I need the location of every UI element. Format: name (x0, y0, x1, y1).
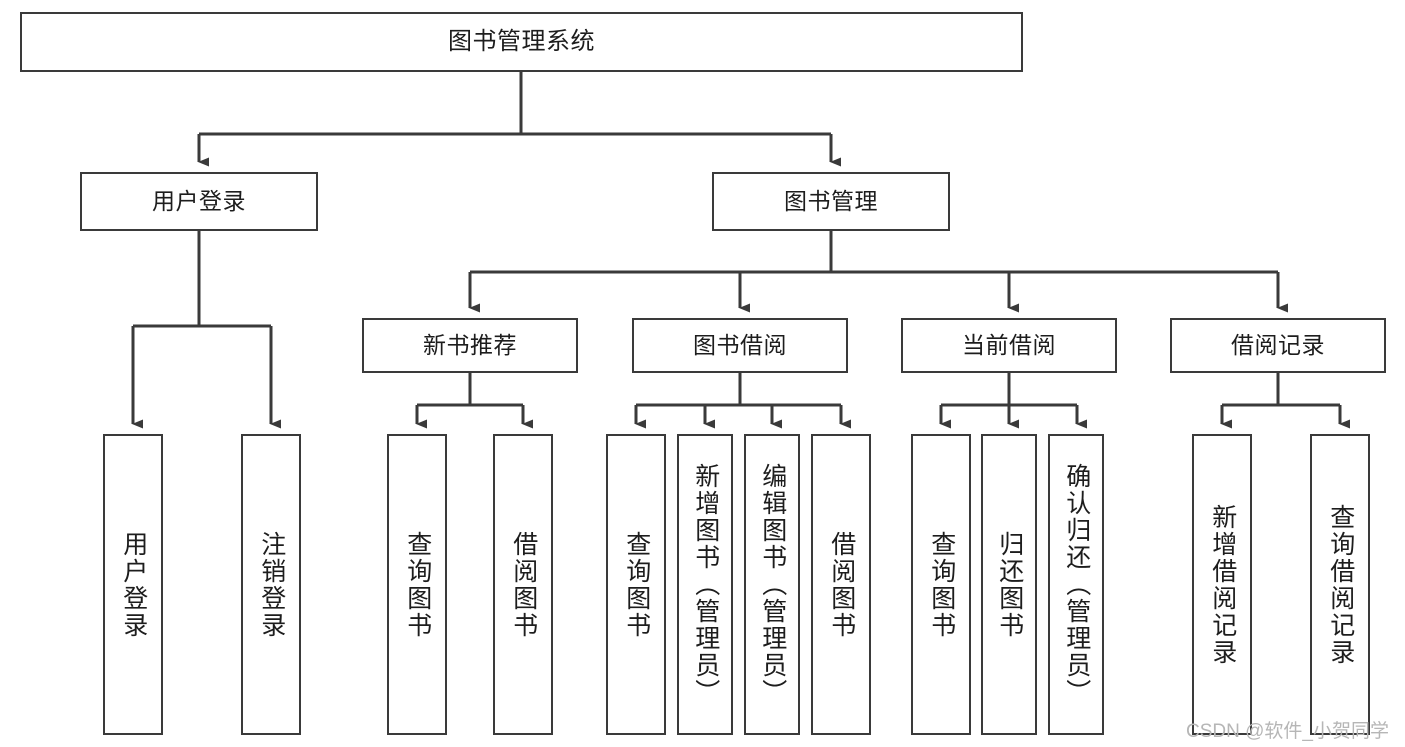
node-leaf-borrow-book-recommend[interactable]: 借阅图书 (493, 434, 553, 735)
node-system-root[interactable]: 图书管理系统 (20, 12, 1023, 72)
node-label: 当前借阅 (962, 332, 1056, 359)
node-borrow-record[interactable]: 借阅记录 (1170, 318, 1386, 373)
node-new-book-recommend[interactable]: 新书推荐 (362, 318, 578, 373)
node-label: 查询图书 (622, 530, 651, 639)
node-label: 图书管理系统 (448, 28, 595, 56)
node-label: 新书推荐 (423, 332, 517, 359)
node-label: 归还图书 (995, 530, 1024, 639)
node-label: 借阅图书 (509, 530, 538, 639)
node-label: 借阅记录 (1231, 332, 1325, 359)
node-current-borrow[interactable]: 当前借阅 (901, 318, 1117, 373)
node-label: 编辑图书（管理员） (758, 463, 787, 706)
node-leaf-query-book-current[interactable]: 查询图书 (911, 434, 971, 735)
node-book-borrow[interactable]: 图书借阅 (632, 318, 848, 373)
node-label: 借阅图书 (827, 530, 856, 639)
node-label: 确认归还（管理员） (1062, 463, 1091, 706)
node-label: 图书管理 (784, 188, 878, 215)
node-leaf-query-book-recommend[interactable]: 查询图书 (387, 434, 447, 735)
node-label: 查询借阅记录 (1326, 503, 1355, 666)
node-leaf-query-book-borrow[interactable]: 查询图书 (606, 434, 666, 735)
node-label: 新增图书（管理员） (691, 463, 720, 706)
node-book-management[interactable]: 图书管理 (712, 172, 950, 231)
node-leaf-confirm-return-admin[interactable]: 确认归还（管理员） (1048, 434, 1104, 735)
node-label: 用户登录 (152, 188, 246, 215)
node-user-login[interactable]: 用户登录 (80, 172, 318, 231)
csdn-watermark: CSDN @软件_小贺同学 (1186, 721, 1389, 742)
node-label: 查询图书 (403, 530, 432, 639)
node-label: 新增借阅记录 (1208, 503, 1237, 666)
node-label: 查询图书 (927, 530, 956, 639)
node-leaf-add-book-admin[interactable]: 新增图书（管理员） (677, 434, 733, 735)
node-leaf-query-borrow-record[interactable]: 查询借阅记录 (1310, 434, 1370, 735)
node-label: 图书借阅 (693, 332, 787, 359)
node-label: 用户登录 (119, 530, 148, 639)
node-leaf-user-login[interactable]: 用户登录 (103, 434, 163, 735)
node-leaf-add-borrow-record[interactable]: 新增借阅记录 (1192, 434, 1252, 735)
node-leaf-return-book[interactable]: 归还图书 (981, 434, 1037, 735)
node-label: 注销登录 (257, 530, 286, 639)
node-leaf-edit-book-admin[interactable]: 编辑图书（管理员） (744, 434, 800, 735)
node-leaf-logout[interactable]: 注销登录 (241, 434, 301, 735)
node-leaf-borrow-book[interactable]: 借阅图书 (811, 434, 871, 735)
